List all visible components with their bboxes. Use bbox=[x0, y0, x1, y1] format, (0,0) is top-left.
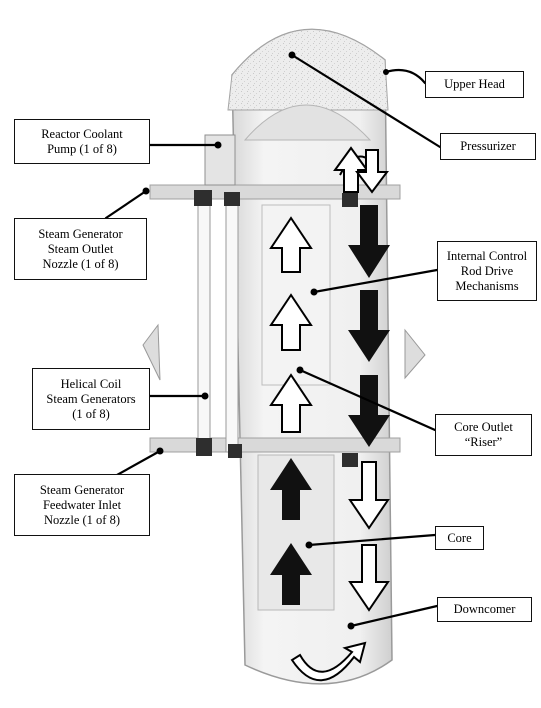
lower-flange bbox=[150, 438, 400, 452]
label-line: Nozzle (1 of 8) bbox=[42, 257, 118, 272]
label-internal-crdm: Internal Control Rod Drive Mechanisms bbox=[437, 241, 537, 301]
leader-dot bbox=[311, 289, 318, 296]
label-sg-steam-outlet-nozzle: Steam Generator Steam Outlet Nozzle (1 o… bbox=[14, 218, 147, 280]
leader-dot bbox=[306, 542, 313, 549]
leader-dot bbox=[383, 69, 389, 75]
label-line: Mechanisms bbox=[455, 279, 518, 294]
label-line: Internal Control bbox=[447, 249, 527, 264]
label-line: Steam Generator bbox=[38, 227, 122, 242]
steam-generator-block-bottom-left bbox=[196, 438, 212, 456]
label-line: Reactor Coolant bbox=[41, 127, 123, 142]
label-line: Steam Outlet bbox=[48, 242, 114, 257]
label-line: Pump (1 of 8) bbox=[47, 142, 117, 157]
label-reactor-coolant-pump: Reactor Coolant Pump (1 of 8) bbox=[14, 119, 150, 164]
upper-flange bbox=[150, 185, 400, 199]
downcomer-block-upper bbox=[342, 193, 358, 207]
label-downcomer: Downcomer bbox=[437, 597, 532, 622]
label-line: Rod Drive bbox=[461, 264, 513, 279]
label-sg-feedwater-inlet-nozzle: Steam Generator Feedwater Inlet Nozzle (… bbox=[14, 474, 150, 536]
label-line: Nozzle (1 of 8) bbox=[44, 513, 120, 528]
steam-generator-column-inner bbox=[226, 196, 238, 452]
label-line: Core bbox=[447, 531, 471, 546]
vessel-side-skirt-right bbox=[405, 330, 425, 378]
label-line: Pressurizer bbox=[460, 139, 516, 154]
steam-generator-block-bottom-right bbox=[228, 444, 242, 458]
label-helical-coil-sg: Helical Coil Steam Generators (1 of 8) bbox=[32, 368, 150, 430]
leader-line-steam-outlet bbox=[106, 191, 146, 218]
label-line: (1 of 8) bbox=[72, 407, 110, 422]
label-line: Downcomer bbox=[454, 602, 516, 617]
label-line: Core Outlet bbox=[454, 420, 513, 435]
leader-dot bbox=[297, 367, 304, 374]
leader-dot bbox=[143, 188, 150, 195]
label-line: Helical Coil bbox=[61, 377, 122, 392]
leader-dot bbox=[289, 52, 296, 59]
label-line: Steam Generator bbox=[40, 483, 124, 498]
leader-dot bbox=[348, 623, 355, 630]
label-line: Feedwater Inlet bbox=[43, 498, 121, 513]
downcomer-block-lower bbox=[342, 453, 358, 467]
steam-generator-block-top-right bbox=[224, 192, 240, 206]
label-line: Steam Generators bbox=[46, 392, 135, 407]
label-core: Core bbox=[435, 526, 484, 550]
label-core-outlet-riser: Core Outlet “Riser” bbox=[435, 414, 532, 456]
leader-dot bbox=[202, 393, 209, 400]
label-line: “Riser” bbox=[465, 435, 502, 450]
label-upper-head: Upper Head bbox=[425, 71, 524, 98]
label-line: Upper Head bbox=[444, 77, 505, 92]
leader-line-upper-head bbox=[386, 70, 425, 83]
upper-head-dome bbox=[228, 29, 388, 110]
leader-dot bbox=[157, 448, 164, 455]
steam-generator-block-top-left bbox=[194, 190, 212, 206]
steam-generator-column-outer bbox=[198, 196, 210, 452]
leader-dot bbox=[215, 142, 222, 149]
label-pressurizer: Pressurizer bbox=[440, 133, 536, 160]
